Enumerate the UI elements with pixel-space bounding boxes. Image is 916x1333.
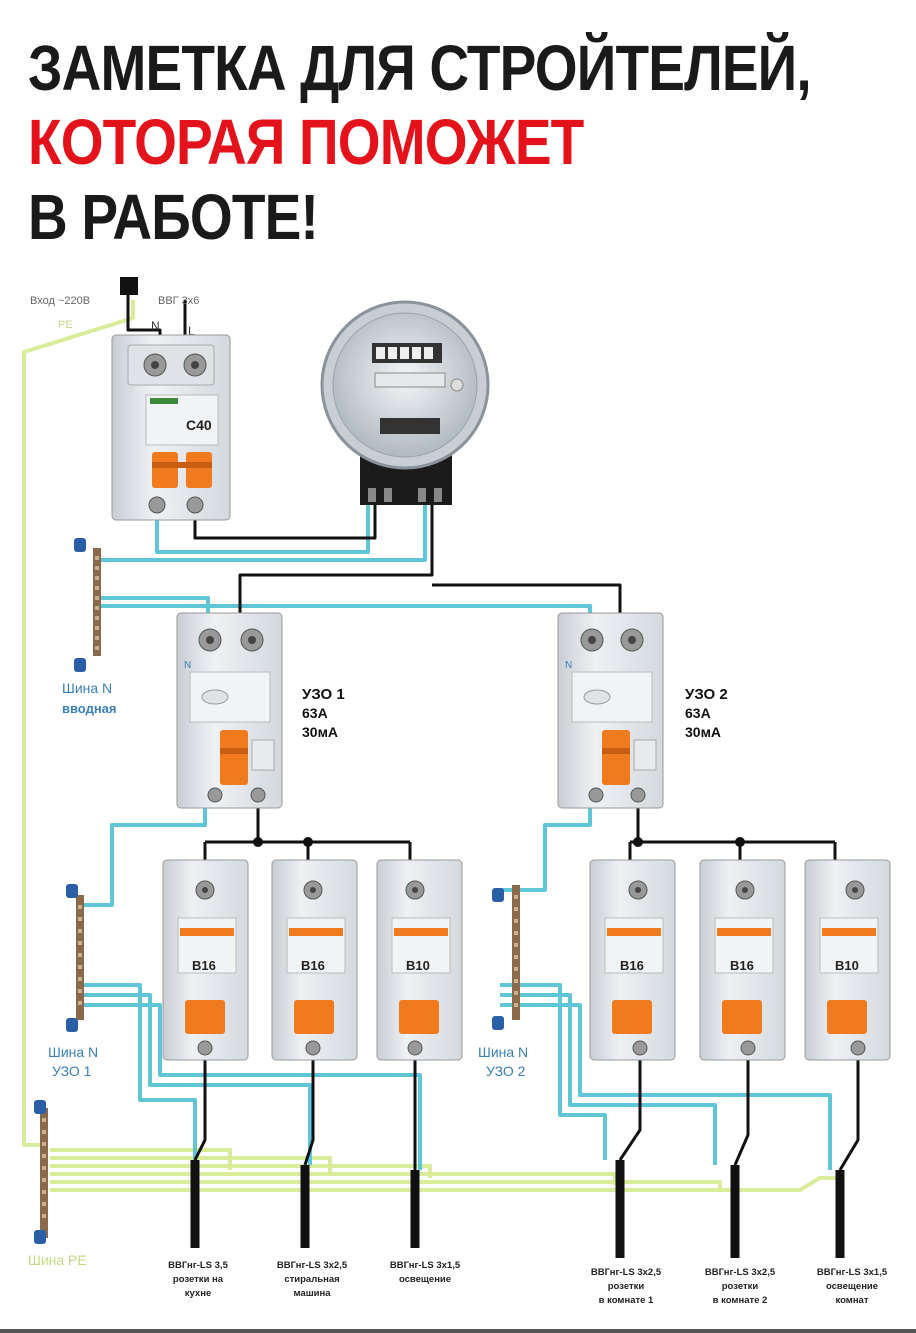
output-2-cable: ВВГнг-LS 3х2,5 [277,1260,348,1271]
output-6-line3: комнат [835,1295,868,1306]
output-1-line2: розетки на [173,1274,224,1285]
rcd-1-n-label: N [184,660,191,671]
output-cables [190,1160,845,1258]
breaker-g2-3: B10 [804,859,891,1061]
breaker-g2-3-rating: B10 [835,958,859,973]
bottom-border [0,1329,916,1333]
n-wires [80,505,832,1170]
output-1-line3: кухне [185,1288,211,1299]
output-1-cable: ВВГнг-LS 3,5 [168,1260,228,1271]
rcd1-bus-label-2: УЗО 1 [52,1063,92,1079]
input-bus-label-1: Шина N [62,680,112,696]
breaker-g2-1: B16 [589,859,676,1061]
breaker-g2-2-rating: B16 [730,958,754,973]
breaker-g1-2: B16 [271,859,358,1061]
output-5-line2: розетки [722,1281,759,1292]
breaker-g1-3: B10 [376,859,463,1061]
output-3-cable: ВВГнг-LS 3х1,5 [390,1260,461,1271]
rcd1-n-bus [66,884,84,1032]
main-breaker-rating: C40 [186,417,212,433]
pe-bus-label: Шина PE [28,1252,87,1268]
breaker-g1-3-rating: B10 [406,958,430,973]
output-2-line3: машина [294,1288,332,1299]
junction-dots [253,837,745,847]
input-terminal [120,277,138,295]
l-wires [126,283,860,1171]
l-terminal-label: L [188,324,195,338]
rcd-2: N [557,612,664,809]
headline-line-2: КОТОРАЯ ПОМОЖЕТ [28,106,584,178]
rcd-2-current: 63А [685,705,711,721]
rcd2-bus-label-1: Шина N [478,1044,528,1060]
rcd-2-n-label: N [565,660,572,671]
rcd1-bus-label-1: Шина N [48,1044,98,1060]
rcd2-n-bus [492,885,520,1030]
breaker-g1-1-rating: B16 [192,958,216,973]
rcd-1-leak: 30мА [302,724,338,740]
breaker-g1-2-rating: B16 [301,958,325,973]
output-2-line2: стиральная [284,1274,339,1285]
breaker-g2-2: B16 [699,859,786,1061]
electricity-meter [320,300,490,505]
breaker-g2-1-rating: B16 [620,958,644,973]
output-4-cable: ВВГнг-LS 3х2,5 [591,1267,662,1278]
rcd-2-leak: 30мА [685,724,721,740]
headline-line-3: В РАБОТЕ! [28,181,319,253]
output-5-cable: ВВГнг-LS 3х2,5 [705,1267,776,1278]
rcd-2-name: УЗО 2 [685,686,728,703]
output-4-line3: в комнате 1 [599,1295,654,1306]
input-bus-label-2: вводная [62,701,117,716]
main-breaker: C40 [111,334,231,521]
headline-line-1: ЗАМЕТКА ДЛЯ СТРОЙТЕЛЕЙ, [28,32,812,104]
rcd-1: N [176,612,283,809]
output-labels: ВВГнг-LS 3,5 розетки на кухне ВВГнг-LS 3… [168,1260,888,1306]
input-label: Вход ~220В [30,295,90,307]
output-3-line2: освещение [399,1274,451,1285]
pe-wires [22,300,840,1192]
rcd-1-current: 63А [302,705,328,721]
pe-bus [34,1100,48,1244]
rcd-1-name: УЗО 1 [302,686,345,703]
rcd2-bus-label-2: УЗО 2 [486,1063,526,1079]
output-4-line2: розетки [608,1281,645,1292]
output-6-line2: освещение [826,1281,878,1292]
output-5-line3: в комнате 2 [713,1295,768,1306]
input-cable-label: ВВГ 3х6 [158,295,199,307]
pe-label: PE [58,319,73,331]
output-6-cable: ВВГнг-LS 3х1,5 [817,1267,888,1278]
breaker-g1-1: B16 [162,859,249,1061]
input-n-bus [74,538,101,672]
n-terminal-label: N [151,319,160,333]
